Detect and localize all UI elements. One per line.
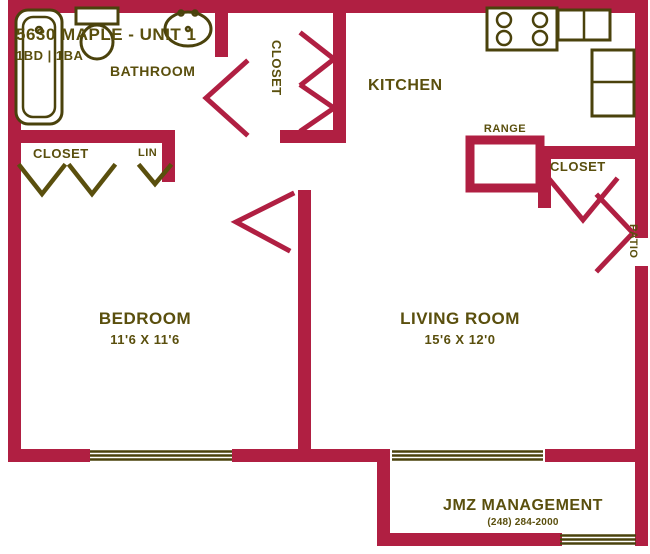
patio-window	[560, 534, 636, 545]
burner-1	[495, 11, 513, 29]
living-room-label: LIVING ROOM	[400, 309, 520, 328]
bedroom-door-swing	[230, 190, 296, 254]
linen-closet-label: LIN	[138, 147, 158, 159]
bathroom-label: BATHROOM	[110, 63, 196, 79]
wall-hall-closet-bottom	[280, 130, 346, 143]
utility-closet-box	[465, 135, 545, 193]
bedroom-closet-label: CLOSET	[33, 146, 89, 161]
bathtub-inner	[21, 15, 57, 119]
toilet-tank-icon	[74, 6, 120, 26]
sink-drain	[184, 25, 192, 33]
patio-label: PATIO	[627, 224, 639, 259]
wall-bottom-left	[8, 449, 90, 462]
wall-bathroom-bottom	[8, 130, 162, 143]
doors	[202, 30, 637, 274]
wall-bathroom-right	[215, 0, 228, 57]
bedroom-window	[90, 450, 232, 461]
burner-3	[495, 29, 513, 47]
hall-closet-door-lower	[298, 82, 339, 134]
bifold-doors	[16, 162, 174, 198]
bathroom-sink-icon	[163, 10, 213, 48]
windows	[90, 450, 636, 545]
wall-bedroom-living-divider	[298, 190, 311, 462]
bathtub-icon	[14, 8, 64, 126]
living-room-window	[392, 450, 543, 461]
living-closet-door-swing	[546, 176, 620, 224]
wall-hall-closet-right	[333, 0, 346, 143]
bathtub-drain	[34, 25, 44, 35]
hall-closet-door-upper	[298, 30, 339, 88]
burner-2	[531, 11, 549, 29]
kitchen-label: KITCHEN	[368, 77, 443, 94]
burner-4	[531, 29, 549, 47]
range-label: RANGE	[483, 123, 527, 135]
wall-living-closet-top	[538, 146, 635, 159]
wall-patio-left	[377, 449, 390, 546]
living-room-dimensions: 15'6 X 12'0	[424, 332, 496, 347]
wall-bottom-right	[545, 449, 635, 462]
living-closet-label: CLOSET	[550, 159, 606, 174]
wall-patio-bottom	[377, 533, 562, 546]
bedroom-dimensions: 11'6 X 11'6	[110, 332, 180, 347]
bedroom-closet-door-left	[16, 162, 68, 198]
hall-closet-label: CLOSET	[269, 40, 284, 96]
plan-title: 5630 MAPLE - UNIT 1	[16, 25, 197, 44]
plan-subtitle: 1BD | 1BA	[16, 48, 84, 63]
wall-right-lower	[635, 266, 648, 546]
patio-door-swing	[594, 192, 637, 274]
bedroom-label: BEDROOM	[98, 309, 192, 328]
linen-closet-door	[136, 162, 174, 188]
walls	[8, 0, 648, 546]
bathroom-door-swing	[202, 58, 250, 138]
fixtures	[14, 6, 636, 126]
sink-faucet-left	[177, 9, 185, 17]
stove-icon	[485, 6, 559, 52]
sink-faucet-right	[191, 9, 199, 17]
wall-right-upper	[635, 0, 648, 238]
toilet-bowl-icon	[79, 23, 115, 61]
management-company-label: JMZ MANAGEMENT	[443, 497, 603, 514]
management-phone-label: (248) 284-2000	[487, 517, 559, 528]
bedroom-closet-door-right	[66, 162, 118, 198]
